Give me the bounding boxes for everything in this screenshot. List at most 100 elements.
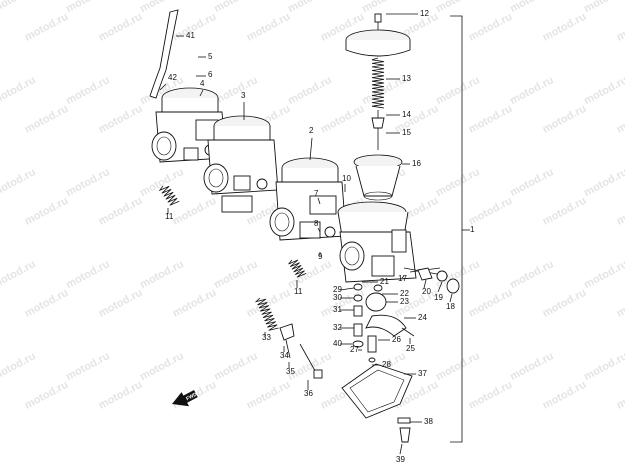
watermark-text: motod.ru [64, 258, 112, 291]
watermark-text: motod.ru [434, 166, 482, 199]
callout-number: 18 [446, 302, 455, 311]
watermark-text: motod.ru [467, 195, 515, 228]
watermark-text: motod.ru [212, 350, 260, 383]
fuel-jet-parts [352, 283, 415, 363]
watermark-text: motod.ru [64, 74, 112, 107]
watermark-text: motod.ru [541, 195, 589, 228]
watermark-text: motod.ru [541, 103, 589, 136]
top-cap-assembly [345, 13, 411, 57]
watermark-text: motod.ru [171, 287, 219, 320]
watermark-text: motod.ru [97, 379, 145, 412]
watermark-text: motod.ru [508, 350, 556, 383]
watermark-text: motod.ru [582, 350, 625, 383]
watermark-text: motod.ru [245, 379, 293, 412]
callout-number: 11 [294, 287, 303, 296]
callout-number: 16 [412, 159, 421, 168]
watermark-text: motod.ru [23, 195, 71, 228]
watermark-text: motod.ru [360, 0, 408, 15]
callout-number: 9 [318, 252, 323, 261]
callout-number: 28 [382, 360, 391, 369]
watermark-text: motod.ru [212, 74, 260, 107]
watermark-text: motod.ru [138, 166, 186, 199]
watermark-text: motod.ru [582, 258, 625, 291]
leader-line [309, 137, 313, 161]
watermark-text: motod.ru [467, 11, 515, 44]
callout-number: 40 [333, 339, 342, 348]
watermark-text: motod.ru [64, 350, 112, 383]
leader-line [437, 281, 443, 293]
carburetor-2 [269, 157, 347, 241]
leader-line [449, 293, 453, 303]
watermark-text: motod.ru [541, 11, 589, 44]
watermark-text: motod.ru [64, 0, 112, 15]
watermark-text: motod.ru [138, 258, 186, 291]
watermark-text: motod.ru [615, 379, 625, 412]
callout-number: 26 [392, 335, 401, 344]
watermark-text: motod.ru [541, 379, 589, 412]
leader-line [199, 89, 204, 97]
callout-number: 21 [380, 277, 389, 286]
callout-number: 22 [400, 289, 409, 298]
callout-number: 7 [314, 189, 319, 198]
watermark-text: motod.ru [541, 287, 589, 320]
callout-labels: 1234567891011111213141516171819202122232… [165, 9, 475, 464]
callout-number: 3 [241, 91, 246, 100]
watermark-text: motod.ru [286, 74, 334, 107]
leader-line [423, 279, 427, 289]
callout-number: 29 [333, 285, 342, 294]
callout-number: 35 [286, 367, 295, 376]
watermark-text: motod.ru [23, 287, 71, 320]
leader-line [159, 83, 167, 91]
callout-number: 38 [424, 417, 433, 426]
watermark-text: motod.ru [467, 103, 515, 136]
callout-number: 17 [398, 274, 407, 283]
watermark-text: motod.ru [467, 379, 515, 412]
callout-number: 10 [342, 174, 351, 183]
spring [371, 57, 385, 109]
watermark-text: motod.ru [0, 0, 38, 15]
callout-number: 36 [304, 389, 313, 398]
watermark-text: motod.ru [615, 195, 625, 228]
float-bowl [341, 363, 413, 443]
leader-line [317, 227, 321, 233]
watermark-text: motod.ru [434, 0, 482, 15]
callout-number: 20 [422, 287, 431, 296]
callout-number: 42 [168, 73, 177, 82]
carburetor-1 [337, 201, 441, 283]
callout-number: 24 [418, 313, 427, 322]
carburetor-3 [203, 115, 279, 213]
watermark-text: motod.ru [615, 103, 625, 136]
watermark-text: motod.ru [245, 287, 293, 320]
watermark-text: motod.ru [138, 350, 186, 383]
watermark-text: motod.ru [23, 11, 71, 44]
callout-number: 15 [402, 128, 411, 137]
watermark-text: motod.ru [615, 11, 625, 44]
watermark-text: motod.ru [0, 350, 38, 383]
watermark-text: motod.ru [582, 166, 625, 199]
watermark-text: motod.ru [0, 258, 38, 291]
jet-needle [371, 110, 385, 150]
callout-number: 33 [262, 333, 271, 342]
watermark-text: motod.ru [0, 74, 38, 107]
watermark-text: motod.ru [508, 258, 556, 291]
callout-number: 6 [208, 70, 213, 79]
leader-line [317, 197, 321, 205]
callout-number: 23 [400, 297, 409, 306]
watermark-text: motod.ru [64, 166, 112, 199]
leader-line [339, 287, 355, 291]
watermark-text: motod.ru [23, 379, 71, 412]
callout-number: 25 [406, 344, 415, 353]
watermark-text: motod.ru [171, 195, 219, 228]
callout-number: 1 [470, 225, 475, 234]
callout-number: 37 [418, 369, 427, 378]
callout-number: 5 [208, 52, 213, 61]
watermark-text: motod.ru [508, 166, 556, 199]
callout-number: 32 [333, 323, 342, 332]
callout-number: 34 [280, 351, 289, 360]
callout-number: 30 [333, 293, 342, 302]
watermark-text: motod.ru [245, 11, 293, 44]
forward-label: FWD [185, 391, 198, 402]
callout-number: 2 [309, 126, 314, 135]
watermark-text: motod.ru [97, 11, 145, 44]
